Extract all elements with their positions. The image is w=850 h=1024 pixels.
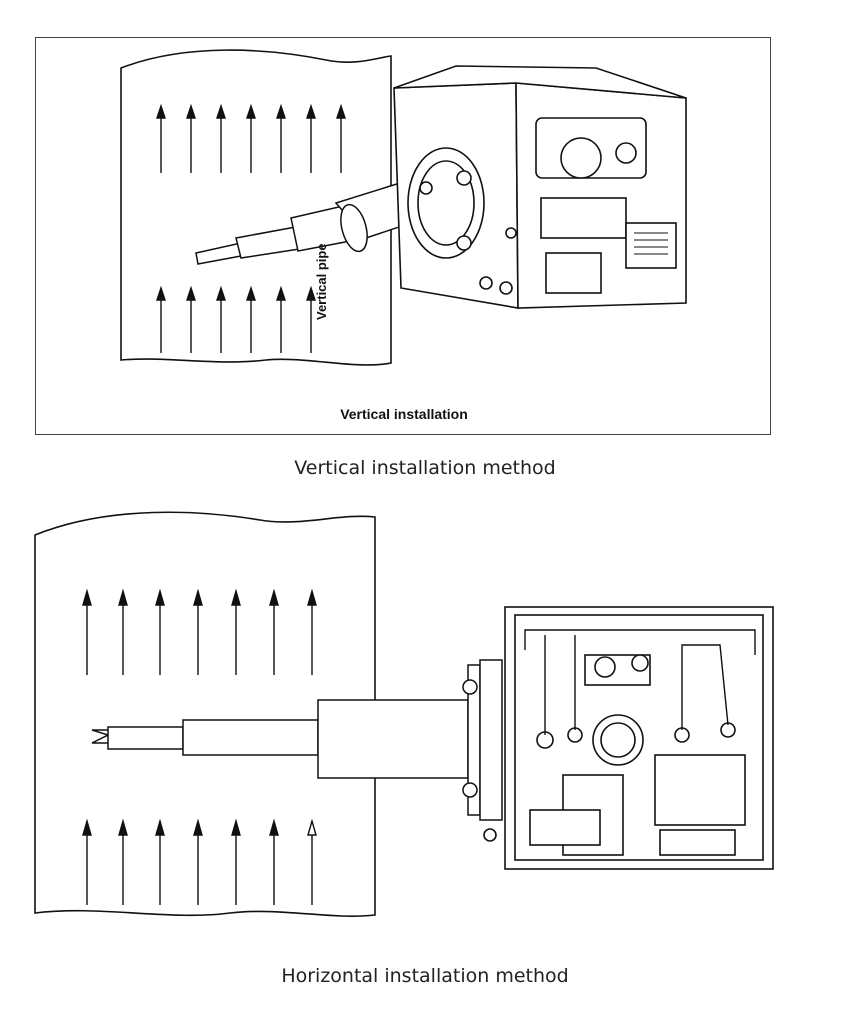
flow-arrows-upper [156,103,346,173]
vertical-pipe [120,49,392,366]
vertical-installation-drawing [120,49,687,366]
analyzer-cabinet-h [483,606,774,870]
vertical-installation-diagram: Vertical pipe Vertical installation [35,37,771,435]
horizontal-installation-diagram [0,495,850,945]
horizontal-installation-drawing [34,511,774,917]
sample-probe-h [91,659,503,821]
flow-arrows-lower-h [82,818,317,905]
analyzer-cabinet [393,65,687,309]
vertical-installation-title: Vertical installation [340,406,468,422]
cabinet-vent [634,232,668,255]
tubing-h [524,629,756,735]
horizontal-pipe [34,511,376,917]
flow-arrows-upper-h [82,588,317,675]
vertical-caption: Vertical installation method [294,457,556,479]
flow-arrows-lower [156,285,316,353]
horizontal-caption: Horizontal installation method [281,965,569,987]
vertical-pipe-label: Vertical pipe [314,243,329,320]
